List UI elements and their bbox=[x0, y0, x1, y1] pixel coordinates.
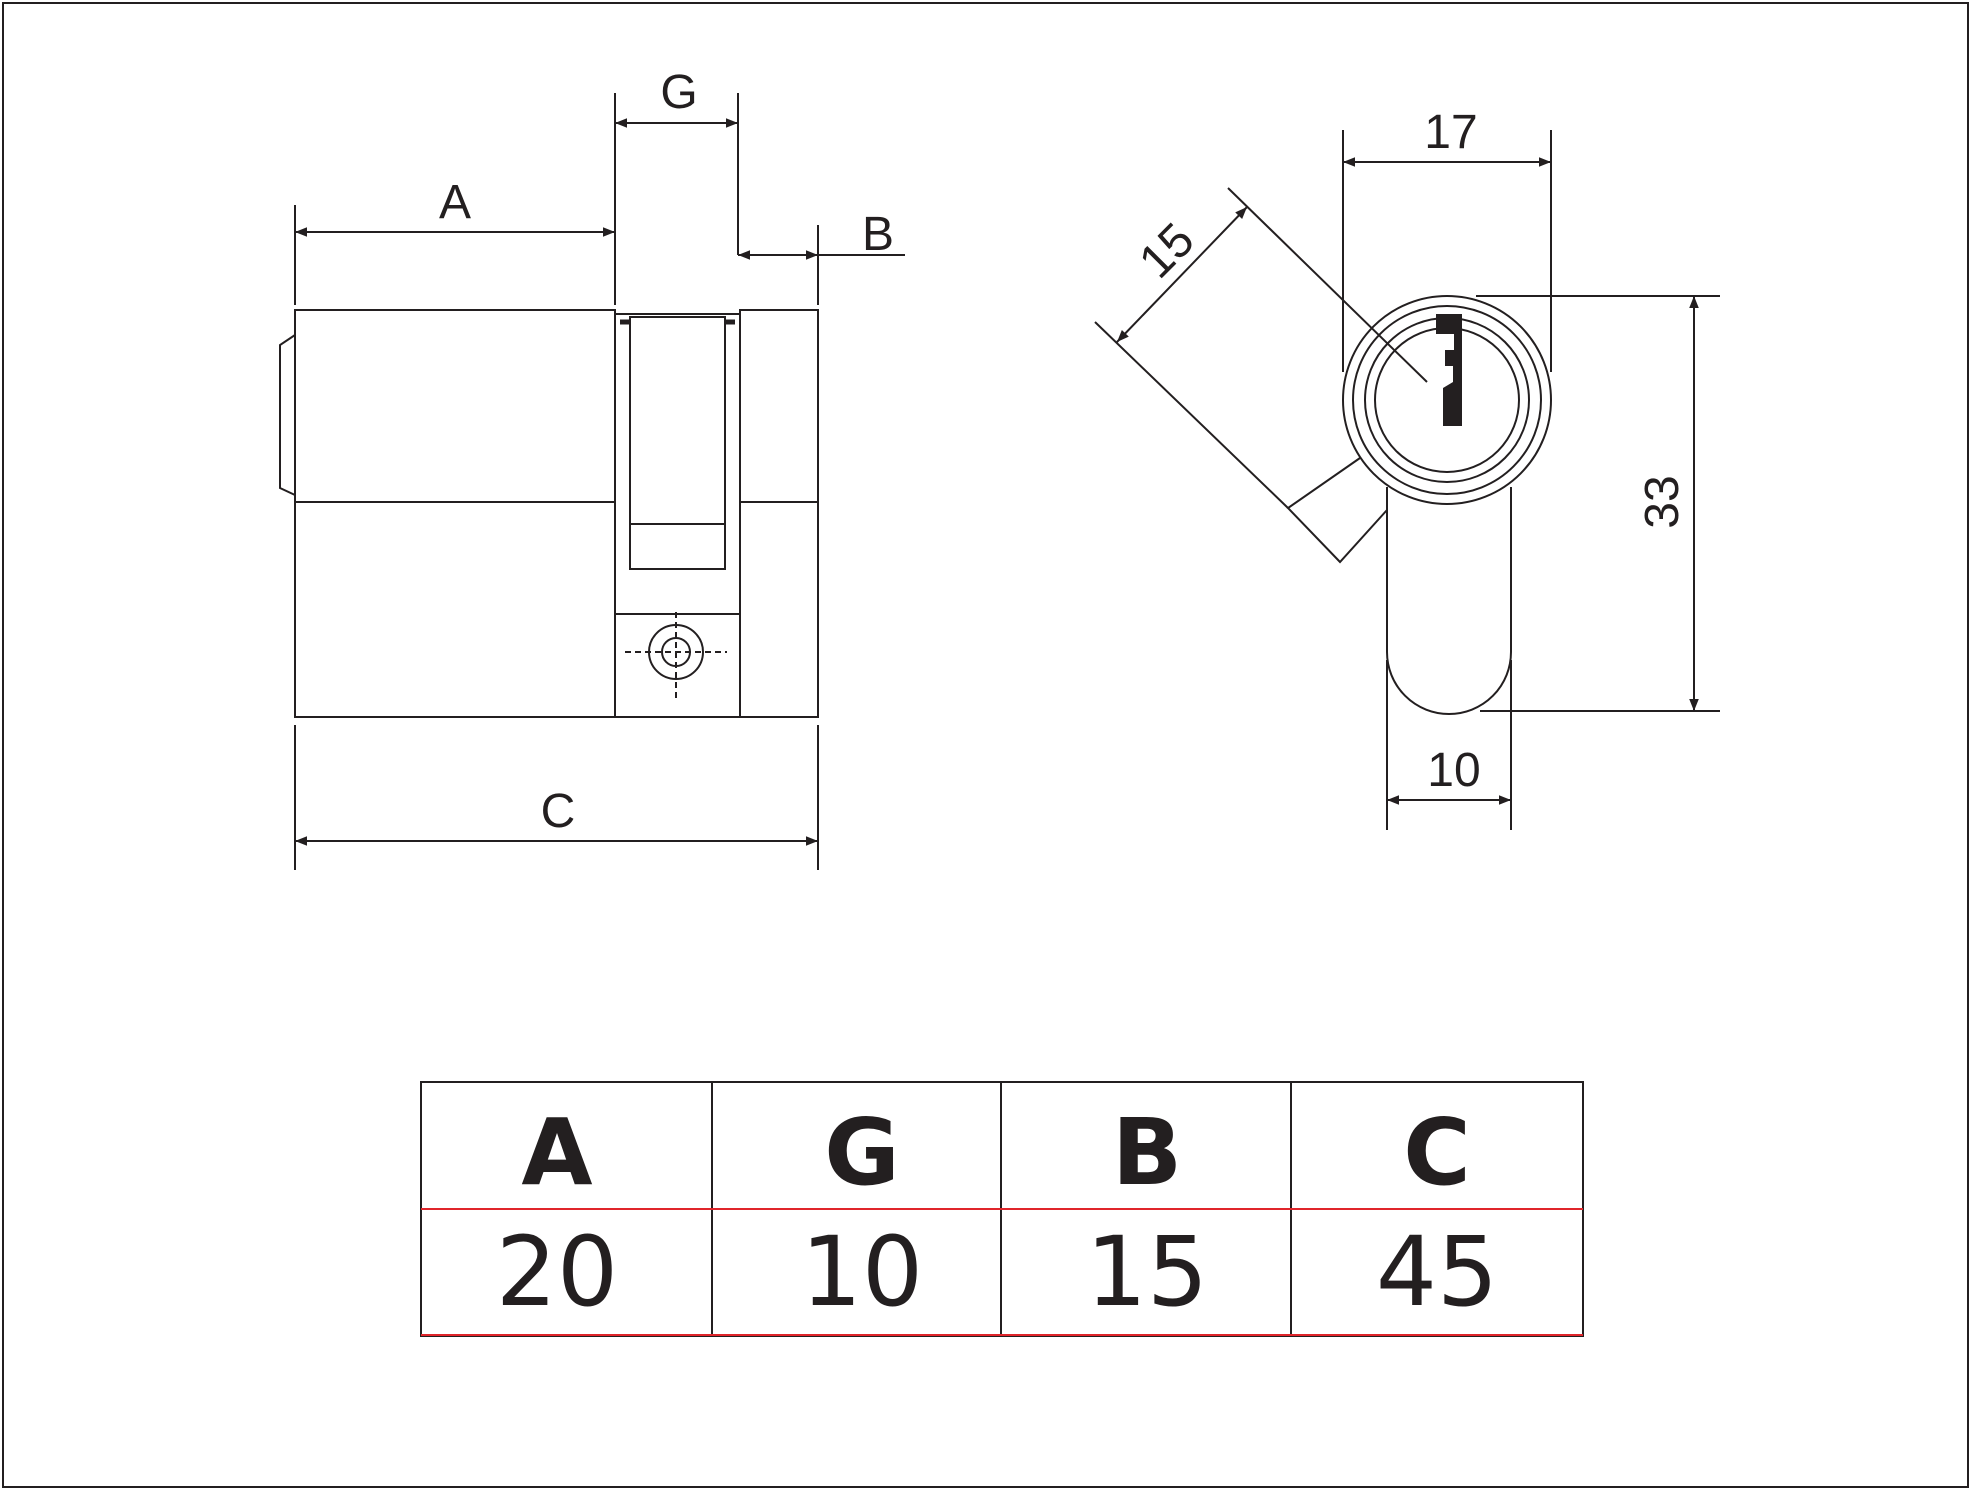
table-value-b: 15 bbox=[1086, 1216, 1208, 1328]
dim-10-label: 10 bbox=[1427, 744, 1480, 797]
cam-tab bbox=[1286, 457, 1388, 564]
table-header-b: B bbox=[1112, 1099, 1182, 1206]
table-value-g: 10 bbox=[801, 1216, 923, 1328]
table-value-a: 20 bbox=[496, 1216, 618, 1328]
dim-15-label: 15 bbox=[1129, 213, 1204, 288]
dim-g-label: G bbox=[660, 66, 697, 119]
table-header-a: A bbox=[521, 1099, 592, 1206]
cam bbox=[629, 316, 726, 525]
lower-body bbox=[1386, 487, 1512, 715]
dim-17-label: 17 bbox=[1424, 106, 1477, 159]
side-view bbox=[279, 93, 905, 870]
keyway-icon bbox=[1436, 314, 1462, 426]
outer-ring bbox=[1342, 295, 1552, 505]
dim-b-label: B bbox=[862, 208, 894, 261]
cylinder-right-body bbox=[739, 309, 819, 718]
table-value-c: 45 bbox=[1376, 1216, 1498, 1328]
cylinder-end-cap bbox=[279, 334, 296, 496]
dim-a-label: A bbox=[439, 176, 471, 229]
cam-pocket bbox=[614, 313, 741, 615]
dim-15-line bbox=[1116, 206, 1248, 343]
table-header-c: C bbox=[1403, 1099, 1471, 1206]
cylinder-left-body bbox=[294, 309, 616, 718]
front-view bbox=[1094, 130, 1720, 830]
dim-c-label: C bbox=[541, 785, 576, 838]
dim-33-label: 33 bbox=[1636, 475, 1689, 528]
table-header-g: G bbox=[824, 1099, 900, 1206]
dimension-table: A G B C 20 10 15 45 bbox=[420, 1081, 1584, 1337]
